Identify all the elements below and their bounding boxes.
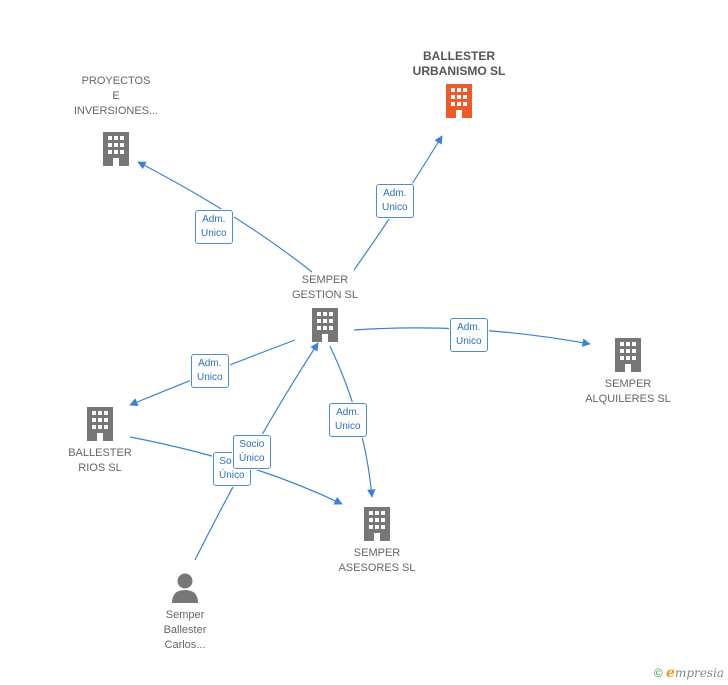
node-semper-asesores[interactable]: SEMPER ASESORES SL	[326, 506, 428, 576]
edge-label-adm-unico: Adm. Unico	[450, 318, 488, 352]
node-semper-alquileres[interactable]: SEMPER ALQUILERES SL	[578, 337, 678, 407]
building-icon	[87, 407, 113, 441]
node-semper-gestion[interactable]: SEMPER GESTION SL	[274, 273, 376, 343]
node-label: SEMPER ASESORES SL	[338, 547, 416, 574]
node-label: PROYECTOS E INVERSIONES...	[73, 75, 159, 117]
edge-label-adm-unico: Adm. Unico	[329, 403, 367, 437]
node-semper-carlos[interactable]: Semper Ballester Carlos...	[140, 572, 230, 653]
node-label: BALLESTER URBANISMO SL	[412, 49, 506, 78]
edge-label-adm-unico: Adm. Unico	[376, 184, 414, 218]
node-label: SEMPER GESTION SL	[291, 274, 359, 301]
node-label: BALLESTER RIOS SL	[68, 447, 132, 474]
footer-brand: © empresia	[654, 665, 724, 681]
node-ballester-rios[interactable]: BALLESTER RIOS SL	[55, 406, 145, 476]
edge-label-adm-unico: Adm. Unico	[195, 210, 233, 244]
edge-label-adm-unico: Adm. Unico	[191, 354, 229, 388]
building-icon	[615, 338, 641, 372]
node-label: Semper Ballester Carlos...	[163, 609, 207, 651]
person-icon	[172, 573, 198, 603]
copyright-icon: ©	[653, 666, 663, 680]
brand-logo: empresia	[666, 665, 724, 681]
node-proyectos[interactable]: PROYECTOS E INVERSIONES...	[62, 74, 170, 167]
node-label: SEMPER ALQUILERES SL	[585, 378, 671, 405]
building-icon	[103, 132, 129, 166]
building-icon	[446, 84, 472, 118]
building-icon	[364, 507, 390, 541]
node-ballester-urbanismo[interactable]: BALLESTER URBANISMO SL	[400, 49, 518, 119]
edge-label-socio-unico: Socio Único	[233, 435, 271, 469]
building-icon	[312, 308, 338, 342]
